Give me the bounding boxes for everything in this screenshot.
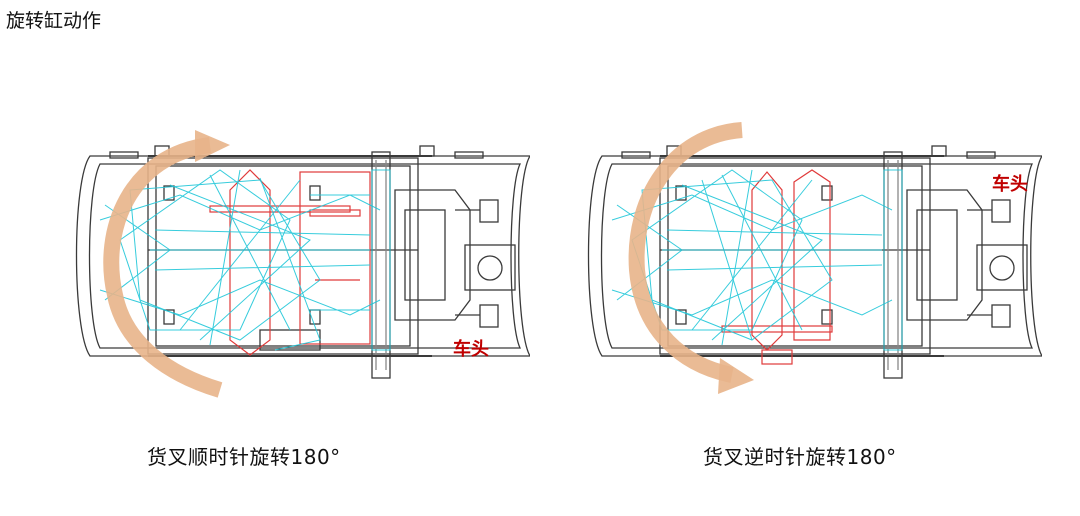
- fork-active-outline: [209, 169, 371, 356]
- vehicle-head-label: 车头: [992, 174, 1028, 195]
- clockwise-diagram: 车头: [60, 100, 530, 400]
- frame-rect: [147, 157, 419, 355]
- mast-column: [883, 151, 903, 379]
- drive-unit: [394, 189, 471, 321]
- arrow-head-counterclockwise: [718, 358, 754, 394]
- fork-rotation-traces: [99, 169, 391, 351]
- drive-unit: [906, 189, 983, 321]
- arrow-head-clockwise: [195, 130, 230, 162]
- counterclockwise-diagram: 车头: [572, 100, 1042, 400]
- chassis-inner: [600, 163, 1034, 349]
- chassis-outline: [75, 155, 530, 357]
- page-title: 旋转缸动作: [6, 10, 102, 32]
- caption-counterclockwise: 货叉逆时针旋转180°: [703, 445, 897, 469]
- fork-rotation-traces: [611, 169, 903, 351]
- vehicle-drawing-clockwise: [75, 130, 530, 398]
- vehicle-head-label: 车头: [453, 339, 489, 360]
- chassis-inner: [88, 163, 522, 349]
- rotation-arrow-counterclockwise: [628, 122, 743, 383]
- vehicle-drawing-counterclockwise: [587, 122, 1042, 394]
- caption-clockwise: 货叉顺时针旋转180°: [147, 445, 341, 469]
- frame-rect: [659, 157, 931, 355]
- rotation-arrow-clockwise: [103, 137, 223, 398]
- chassis-outline: [587, 155, 1042, 357]
- mast-column: [371, 151, 391, 379]
